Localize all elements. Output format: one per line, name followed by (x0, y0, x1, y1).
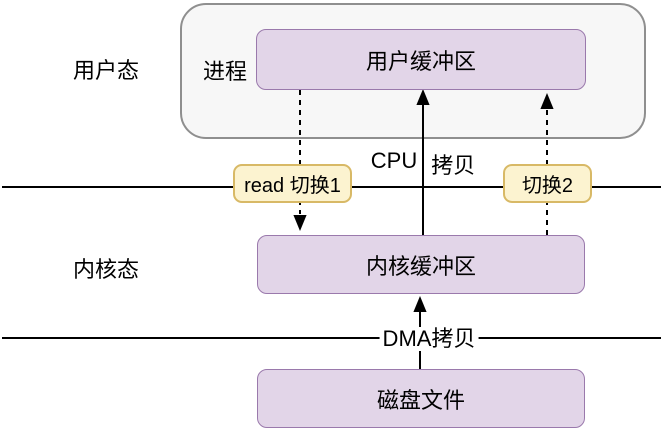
cpu-copy-label-right: 拷贝 (431, 153, 476, 178)
kernel-mode-label: 内核态 (73, 257, 140, 282)
read-switch-arrowhead-icon (293, 215, 307, 231)
cpu-copy-label-left: CPU (370, 148, 418, 173)
kernel-buffer-label: 内核缓冲区 (365, 253, 476, 279)
user-buffer-label: 用户缓冲区 (365, 48, 476, 74)
kernel-buffer-box: 内核缓冲区 (257, 235, 585, 294)
read-switch-badge: read 切换1 (233, 164, 352, 203)
cpu-copy-label: CPU 拷贝 (371, 148, 475, 180)
dma-copy-label: DMA拷贝 (379, 327, 479, 351)
switch2-badge: 切换2 (503, 164, 592, 203)
user-buffer-box: 用户缓冲区 (256, 29, 586, 90)
process-label: 进程 (203, 59, 248, 84)
cpu-copy-arrowhead-icon (416, 89, 430, 105)
switch2-arrowhead-icon (540, 93, 554, 109)
user-mode-label: 用户态 (73, 58, 140, 83)
disk-file-box: 磁盘文件 (257, 369, 585, 428)
disk-file-label: 磁盘文件 (376, 387, 465, 413)
dma-copy-arrowhead-icon (413, 296, 427, 312)
